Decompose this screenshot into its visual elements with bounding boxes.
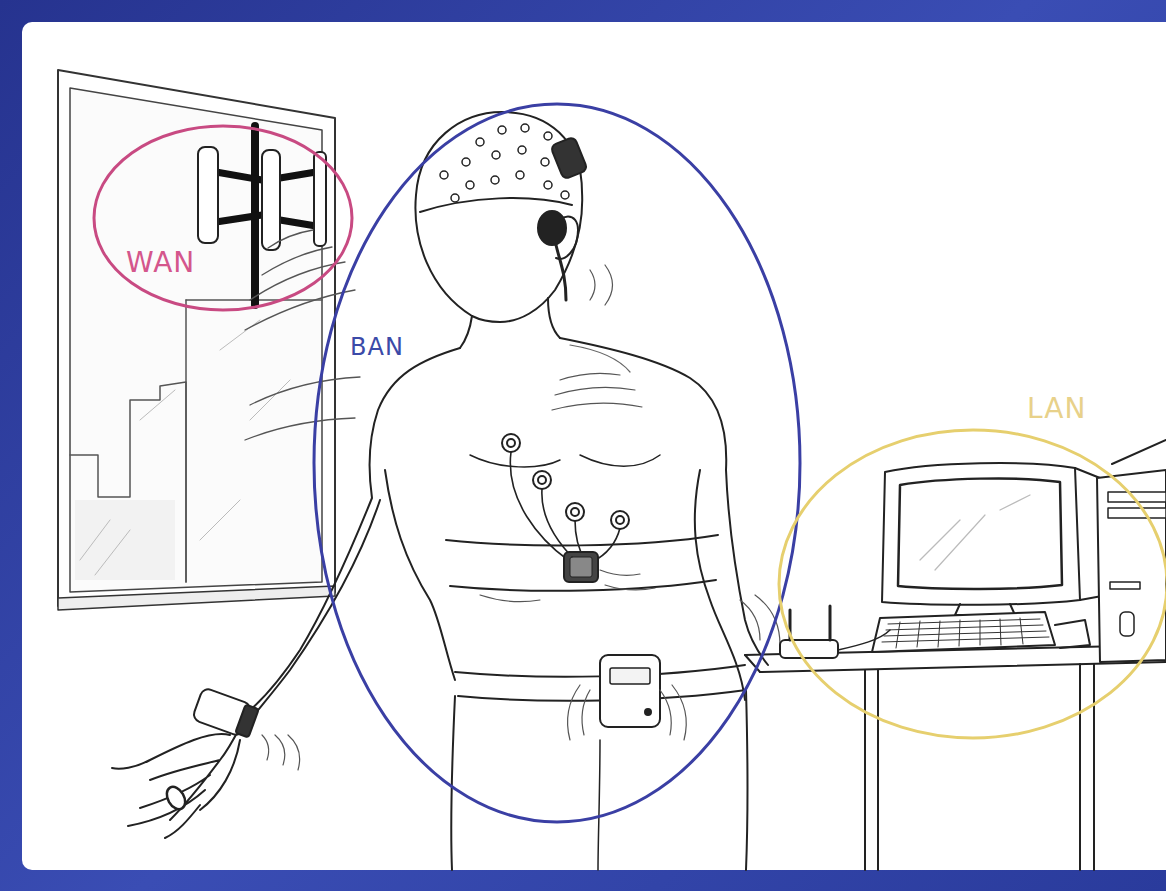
ellipse-outline xyxy=(777,428,1166,740)
body-waves xyxy=(262,265,780,770)
window xyxy=(58,70,335,610)
network-label: LAN xyxy=(1027,392,1086,425)
radio-waves xyxy=(245,230,360,440)
computer xyxy=(780,440,1166,662)
antenna-tower xyxy=(198,126,326,305)
network-ellipse: WAN xyxy=(92,124,354,312)
network-ellipse: BAN xyxy=(312,102,802,824)
ellipse-outline xyxy=(92,124,354,312)
desk xyxy=(745,645,1166,870)
network-label: WAN xyxy=(126,246,195,279)
network-label: BAN xyxy=(350,333,404,361)
network-ellipse: LAN xyxy=(777,428,1166,740)
ellipse-outline xyxy=(312,102,802,824)
person xyxy=(112,112,768,870)
